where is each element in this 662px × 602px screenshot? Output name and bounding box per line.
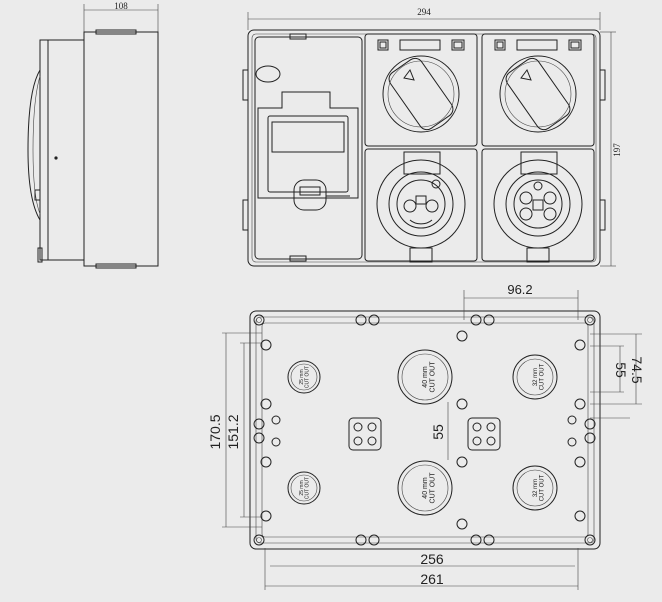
dim-261: 261 (420, 571, 444, 587)
side-body (83, 31, 159, 267)
knockout-32-bottom: 32 mmCUT OUT (512, 465, 558, 511)
front-height-label: 197 (612, 143, 622, 157)
knockout-25-top: 25 mmCUT OUT (287, 360, 321, 394)
socket-module-right (481, 148, 595, 263)
front-view: 294 197 (242, 7, 622, 267)
socket-module-left (364, 148, 478, 263)
dim-96-2: 96.2 (507, 282, 532, 297)
knockout-40-bottom: 40 mmCUT OUT (397, 460, 453, 516)
left-panel (254, 36, 363, 260)
svg-text:32 mmCUT OUT: 32 mmCUT OUT (533, 474, 546, 501)
svg-text:40 mmCUT OUT: 40 mmCUT OUT (422, 361, 437, 393)
svg-text:40 mmCUT OUT: 40 mmCUT OUT (422, 472, 437, 504)
screw-block-right (467, 417, 501, 451)
dim-55-right: 55 (613, 362, 629, 378)
knockout-25-bottom: 25 mmCUT OUT (287, 471, 321, 505)
side-view: 108 (27, 1, 159, 269)
dim-74-5: 74.5 (629, 356, 645, 383)
knockout-32-top: 32 mmCUT OUT (512, 354, 558, 400)
left-oval (255, 65, 281, 83)
dim-170-5: 170.5 (207, 414, 223, 449)
dim-55-center: 55 (430, 424, 446, 440)
back-view: 96.2 256 261 170.5 151.2 55 74.5 55 (207, 282, 645, 590)
knockout-40-top: 40 mmCUT OUT (397, 349, 453, 405)
svg-text:25 mmCUT OUT: 25 mmCUT OUT (299, 477, 311, 499)
switch-module-right (481, 33, 595, 147)
dim-256: 256 (420, 551, 444, 567)
mounting-holes (253, 314, 596, 546)
dim-151-2: 151.2 (225, 414, 241, 449)
back-enclosure (249, 310, 601, 550)
svg-text:32 mmCUT OUT: 32 mmCUT OUT (533, 363, 546, 390)
front-width-label: 294 (417, 7, 431, 17)
screw-block-left (348, 417, 382, 451)
svg-text:25 mmCUT OUT: 25 mmCUT OUT (299, 366, 311, 388)
switch-module-left (364, 33, 478, 147)
side-width-label: 108 (114, 1, 128, 11)
front-enclosure (247, 29, 601, 267)
side-lid (39, 39, 85, 261)
breaker-window (257, 91, 359, 199)
